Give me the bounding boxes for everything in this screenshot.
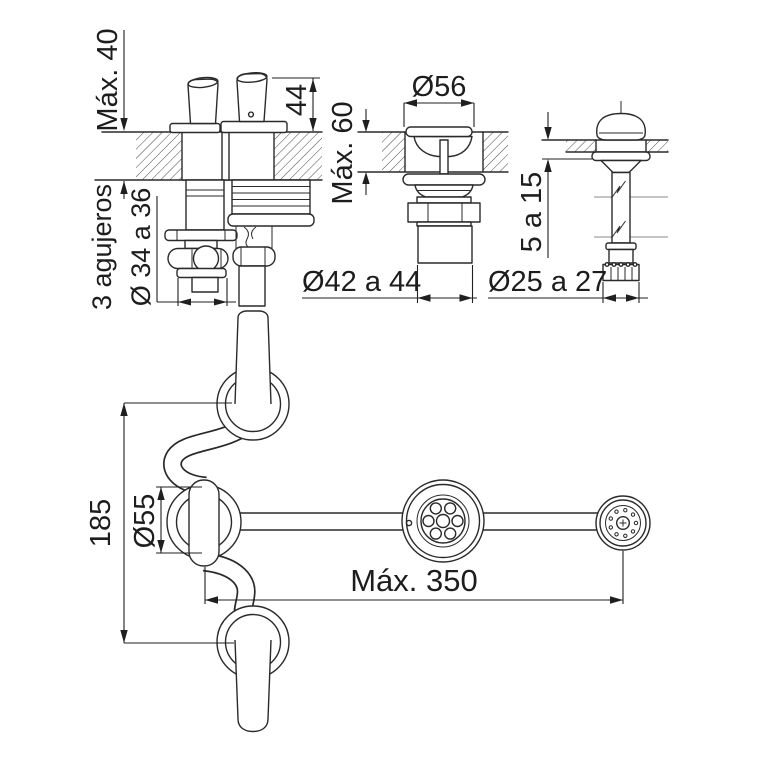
dim-reach: Máx. 350 <box>204 551 624 604</box>
right-handle-base <box>220 120 288 134</box>
dim-handle-span: 185 <box>85 402 234 644</box>
drain-flange-plan <box>401 479 485 563</box>
pop-up-rod <box>591 112 651 282</box>
dim-handle-height: 44 <box>272 77 320 131</box>
dim-mounting-holes: 3 agujeros Ø 34 a 36 <box>87 181 236 310</box>
dim-escutcheon: Ø55 <box>129 486 202 554</box>
dim-label-max-40: Máx. 40 <box>92 28 124 131</box>
linkage-pipe-right <box>469 512 611 531</box>
dim-max-deck-left: Máx. 40 <box>92 28 128 132</box>
dim-label-5-15: 5 a 15 <box>516 172 548 253</box>
left-handle-base <box>169 122 221 134</box>
right-valve-body <box>227 179 315 307</box>
pop-up-knob-plan <box>595 495 651 551</box>
dim-label-o42-44: Ø42 a 44 <box>302 266 421 298</box>
right-handle <box>236 72 268 123</box>
dim-label-o25-27: Ø25 a 27 <box>488 266 607 298</box>
upper-handle-plan <box>216 310 290 441</box>
dim-label-185: 185 <box>85 499 117 547</box>
dimension-annotations: Máx. 40 3 agujeros Ø 34 a 36 44 Ø56 <box>85 28 648 644</box>
dim-label-max-60: Máx. 60 <box>327 101 359 204</box>
dim-drain-tailpipe: Ø42 a 44 <box>302 265 477 303</box>
spout-plan <box>166 479 242 567</box>
left-handle <box>187 76 219 125</box>
dim-max-deck-drain: Máx. 60 <box>327 101 370 205</box>
view-faucet-section <box>94 72 323 307</box>
rod-knob <box>596 112 646 141</box>
dim-label-44: 44 <box>281 84 313 116</box>
left-valve-body <box>164 179 238 293</box>
drain-tailpipe <box>417 225 473 264</box>
dim-drain-cap: Ø56 <box>403 71 475 127</box>
view-plan <box>163 310 651 733</box>
dim-label-max-350: Máx. 350 <box>350 563 478 598</box>
dim-label-3-agujeros: 3 agujeros <box>87 184 117 310</box>
dim-label-o56: Ø56 <box>412 71 467 103</box>
lower-handle-plan <box>216 605 290 733</box>
dim-label-o55: Ø55 <box>129 494 161 549</box>
pop-up-waste <box>402 126 486 264</box>
dim-rod-deck-range: 5 a 15 <box>516 112 592 258</box>
view-rod-section <box>541 101 669 282</box>
view-drain-section <box>357 126 509 264</box>
dim-rod-thread: Ø25 a 27 <box>488 266 648 303</box>
dim-label-o34-36: Ø 34 a 36 <box>126 188 156 307</box>
